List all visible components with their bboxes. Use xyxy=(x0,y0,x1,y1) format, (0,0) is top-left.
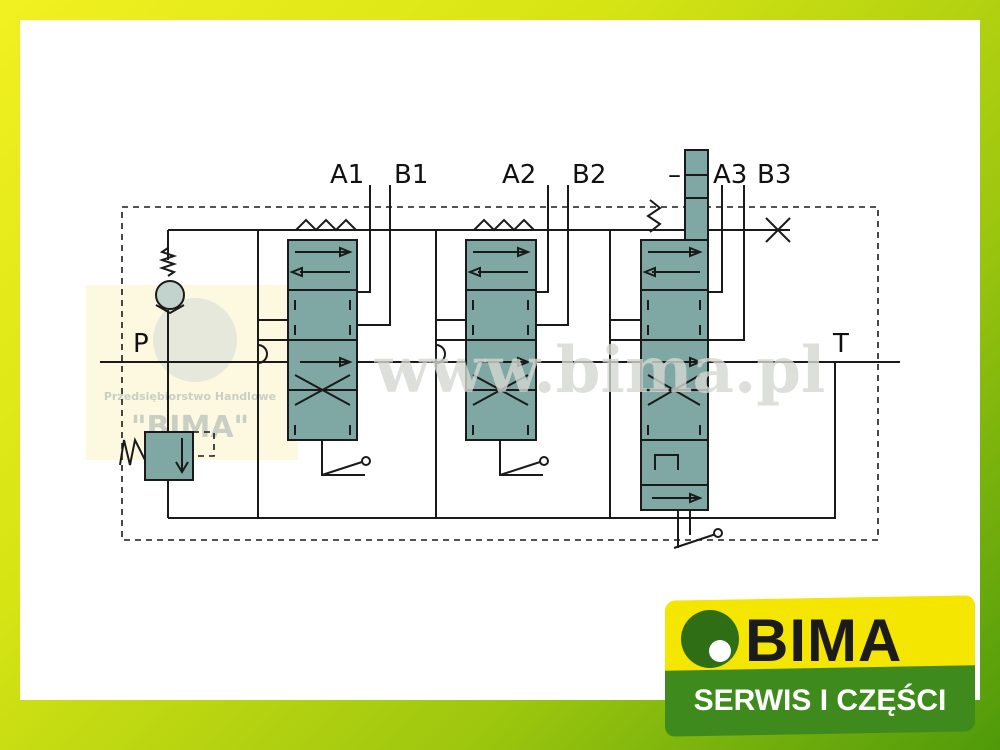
feed-2 xyxy=(435,319,466,364)
section-lines xyxy=(257,230,611,518)
feed-1 xyxy=(257,319,288,364)
spool-valve-3[interactable] xyxy=(640,149,745,549)
port-t-label: T xyxy=(832,329,849,359)
spool-valve-2[interactable] xyxy=(465,185,569,476)
relief-valve xyxy=(144,431,194,481)
feed-3 xyxy=(610,319,641,341)
bima-logo: BIMA SERWIS I CZĘŚCI xyxy=(665,595,975,737)
plug-x-icon xyxy=(765,217,791,243)
hydraulic-diagram: Przedsiębiorstwo Handlowe "BIMA" xyxy=(86,149,900,549)
port-a3-label: A3 xyxy=(713,160,747,190)
relief-spring-icon xyxy=(119,436,146,466)
diagram-canvas: Przedsiębiorstwo Handlowe "BIMA" xyxy=(20,20,980,700)
minus-label: – xyxy=(668,160,681,190)
logo-ball-icon xyxy=(681,610,739,668)
watermark-company-line: Przedsiębiorstwo Handlowe xyxy=(104,390,276,403)
check-valve-ball xyxy=(155,280,185,310)
port-b1-label: B1 xyxy=(394,160,428,190)
check-seat xyxy=(155,304,185,315)
logo-brand: BIMA xyxy=(745,607,903,674)
lever-2-icon xyxy=(499,440,543,476)
check-spring-icon xyxy=(158,247,178,277)
port-b3-label: B3 xyxy=(757,160,791,190)
return-line xyxy=(168,362,836,519)
port-b2-label: B2 xyxy=(572,160,606,190)
spring-1-icon xyxy=(295,218,357,232)
logo-tagline: SERWIS I CZĘŚCI xyxy=(693,684,947,717)
relief-pilot xyxy=(193,431,215,457)
port-a1-label: A1 xyxy=(330,160,364,190)
spring-3-icon xyxy=(646,199,662,233)
relief-arrow-icon xyxy=(175,438,189,474)
spool-valve-1[interactable] xyxy=(287,185,391,476)
watermark-url: www.bima.pl xyxy=(374,333,826,408)
port-p-label: P xyxy=(133,329,149,359)
port-a2-label: A2 xyxy=(502,160,536,190)
valve-block-outline xyxy=(121,206,879,541)
spring-2-icon xyxy=(473,218,535,232)
lever-1-icon xyxy=(321,440,365,476)
